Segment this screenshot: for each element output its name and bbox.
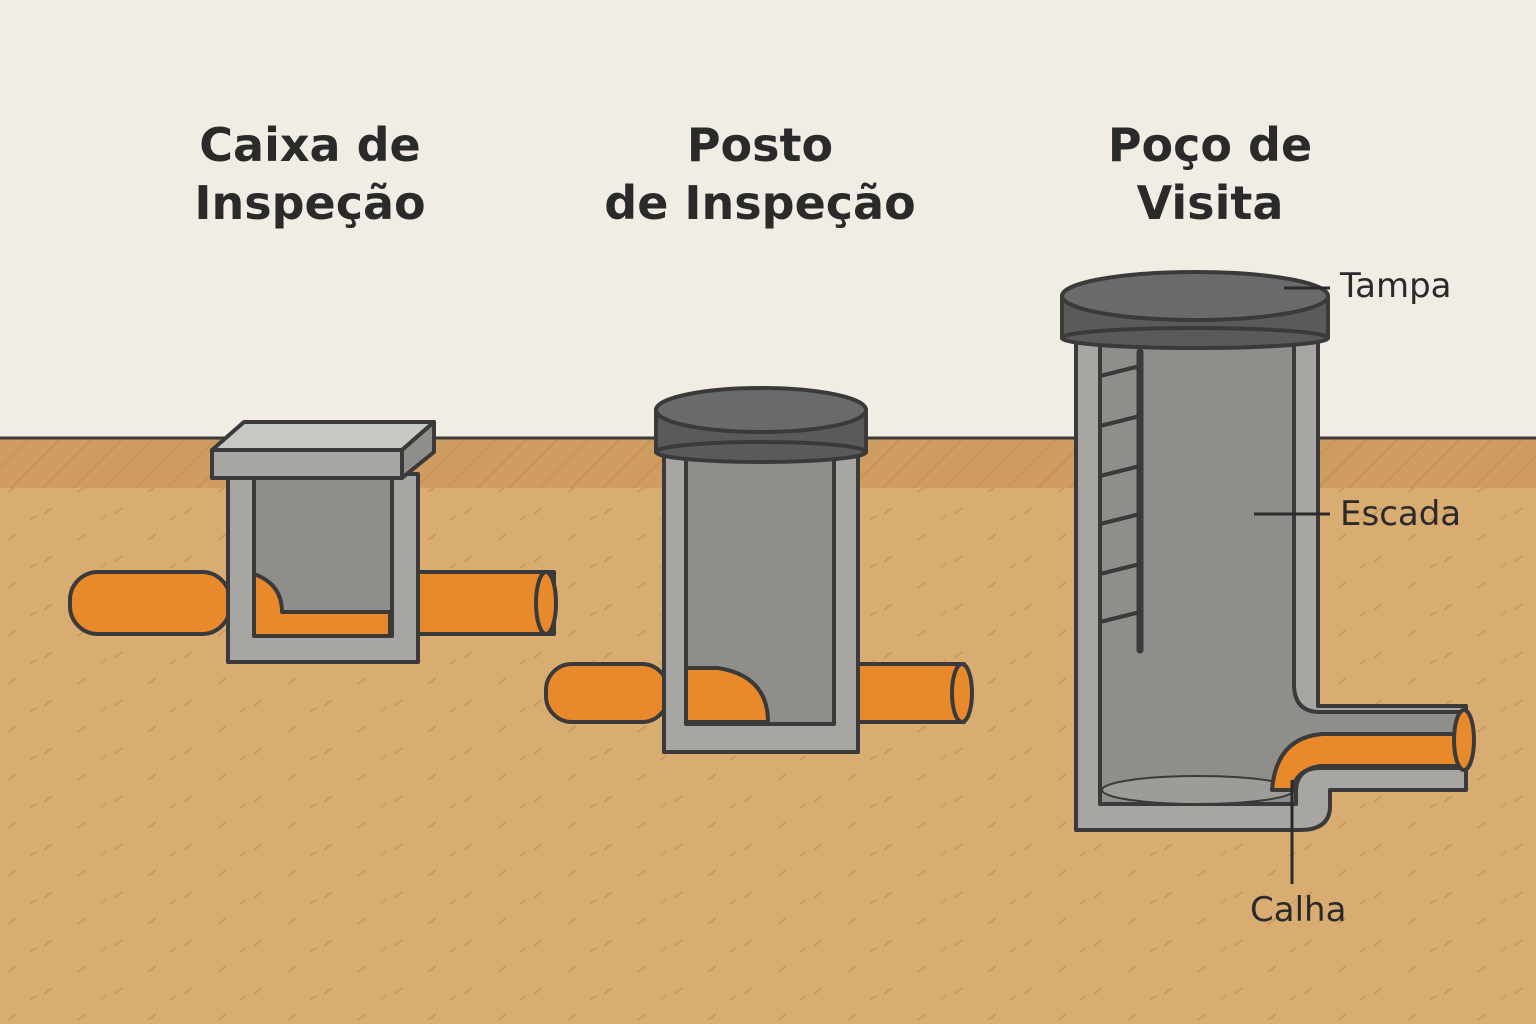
caixa-pipe-left <box>68 570 232 636</box>
poco-ladder <box>1099 348 1144 654</box>
label-tampa: Tampa <box>1340 266 1452 306</box>
posto-pipe-right <box>854 662 974 724</box>
caixa-pipe-right <box>412 570 558 636</box>
caixa-lid <box>210 420 436 480</box>
label-escada: Escada <box>1340 494 1462 534</box>
title-posto-line1: Posto <box>686 118 834 172</box>
title-poco-line1: Poço de <box>1107 118 1313 172</box>
posto-cylinder <box>662 444 860 754</box>
label-calha: Calha <box>1250 890 1347 930</box>
poco-pipe <box>1270 708 1476 792</box>
leader-lines <box>1254 286 1330 884</box>
poco-de-visita <box>1060 270 1476 832</box>
title-posto-line2: de Inspeção <box>604 176 916 230</box>
caixa-de-inspecao <box>68 420 558 664</box>
title-caixa-line2: Inspeção <box>194 176 426 230</box>
title-poco-line2: Visita <box>1136 176 1284 230</box>
title-poco-de-visita: Poço de Visita <box>1070 116 1350 232</box>
title-caixa-line1: Caixa de <box>199 118 421 172</box>
posto-de-inspecao <box>544 386 974 754</box>
poco-lid <box>1060 270 1330 350</box>
title-posto-de-inspecao: Posto de Inspeção <box>570 116 950 232</box>
title-caixa-de-inspecao: Caixa de Inspeção <box>150 116 470 232</box>
caixa-box <box>226 472 420 664</box>
posto-lid <box>654 386 868 464</box>
posto-pipe-left <box>544 662 670 724</box>
